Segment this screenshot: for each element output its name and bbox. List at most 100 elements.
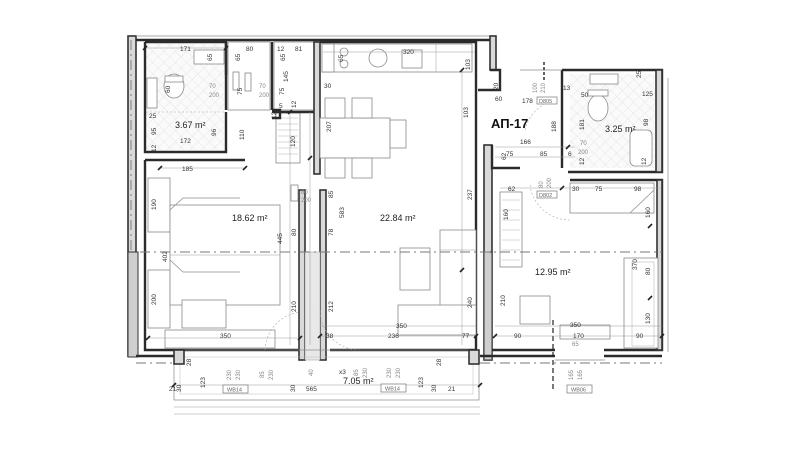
svg-text:50: 50: [581, 92, 589, 99]
svg-text:145: 145: [283, 71, 290, 82]
svg-text:98: 98: [634, 186, 642, 193]
balcony-multiplier: x3: [339, 369, 346, 376]
svg-text:D805: D805: [539, 99, 552, 105]
svg-text:30: 30: [431, 384, 438, 392]
svg-text:103: 103: [463, 107, 470, 118]
svg-text:565: 565: [306, 386, 317, 393]
svg-text:60: 60: [165, 85, 172, 93]
svg-text:20: 20: [493, 82, 500, 90]
svg-text:75: 75: [506, 151, 514, 158]
svg-text:65: 65: [235, 53, 242, 61]
area-bathroom-right: 3.25 m²: [605, 124, 636, 134]
svg-text:70: 70: [580, 141, 587, 147]
svg-text:185: 185: [182, 166, 193, 173]
svg-text:13: 13: [563, 85, 571, 92]
closets: [224, 41, 318, 164]
door-tag-closet: [244, 72, 252, 92]
svg-text:230: 230: [227, 369, 233, 380]
svg-text:75: 75: [595, 186, 603, 193]
svg-text:200: 200: [547, 177, 553, 188]
balcony: [173, 349, 480, 415]
svg-text:160: 160: [645, 207, 652, 218]
svg-text:100: 100: [533, 82, 539, 93]
svg-text:80: 80: [291, 228, 298, 236]
svg-text:WB14: WB14: [385, 387, 400, 393]
area-bedroom-right: 12.95 m²: [535, 267, 571, 277]
svg-text:171: 171: [180, 46, 191, 53]
svg-text:30: 30: [324, 83, 332, 90]
svg-text:90: 90: [514, 333, 522, 340]
svg-text:80: 80: [301, 190, 308, 196]
svg-text:230: 230: [236, 369, 242, 380]
bedroom-left: [143, 158, 301, 352]
svg-text:30: 30: [290, 384, 297, 392]
svg-text:12: 12: [579, 157, 586, 165]
svg-text:212: 212: [328, 301, 335, 312]
area-bedroom-left: 18.62 m²: [232, 213, 268, 223]
svg-text:62: 62: [508, 186, 516, 193]
svg-text:200: 200: [259, 93, 270, 99]
svg-text:25: 25: [149, 113, 157, 120]
svg-text:80: 80: [539, 181, 545, 188]
svg-text:75: 75: [237, 87, 244, 95]
svg-text:236: 236: [388, 333, 399, 340]
door-tag-bath-left: [232, 71, 240, 91]
svg-text:77: 77: [462, 333, 470, 340]
area-living-kitchen: 22.84 m²: [380, 213, 416, 223]
svg-text:WB14: WB14: [227, 388, 242, 394]
svg-text:160: 160: [503, 209, 510, 220]
svg-text:60: 60: [495, 96, 503, 103]
door-tag-bedroom-left: [290, 184, 299, 202]
svg-text:123: 123: [418, 377, 425, 388]
svg-text:12: 12: [291, 100, 298, 108]
svg-text:28: 28: [186, 358, 193, 366]
area-bathroom-left: 3.67 m²: [175, 120, 206, 130]
svg-text:320: 320: [403, 49, 414, 56]
bathroom-right: [560, 68, 664, 174]
svg-text:78: 78: [328, 228, 335, 236]
svg-text:190: 190: [151, 199, 158, 210]
svg-text:370: 370: [632, 259, 639, 270]
window-tag-right: WB06: [566, 384, 593, 394]
svg-text:125: 125: [642, 91, 653, 98]
svg-text:98: 98: [643, 118, 650, 126]
svg-text:402: 402: [162, 251, 169, 262]
svg-text:85: 85: [540, 151, 548, 158]
door-tag-entry: D805: [536, 96, 558, 105]
svg-text:350: 350: [396, 323, 407, 330]
svg-text:165: 165: [578, 369, 584, 380]
svg-text:230: 230: [269, 369, 275, 380]
window-tag-left: WB14: [222, 384, 249, 394]
svg-text:165: 165: [569, 369, 575, 380]
svg-text:21: 21: [448, 386, 456, 393]
svg-text:230: 230: [363, 367, 369, 378]
svg-text:103: 103: [465, 59, 472, 70]
svg-text:90: 90: [636, 333, 644, 340]
svg-text:D802: D802: [539, 193, 552, 199]
living-kitchen: [319, 40, 478, 352]
svg-text:38: 38: [326, 333, 334, 340]
area-balcony: 7.05 m²: [343, 376, 374, 386]
exterior-wall-top: [136, 35, 502, 92]
svg-text:21: 21: [169, 386, 177, 393]
svg-text:85: 85: [328, 190, 335, 198]
svg-text:200: 200: [209, 93, 220, 99]
svg-text:40: 40: [309, 369, 315, 376]
svg-text:65: 65: [280, 53, 287, 61]
svg-text:30: 30: [572, 186, 580, 193]
svg-text:80: 80: [246, 46, 254, 53]
svg-text:200: 200: [301, 198, 312, 204]
svg-text:65: 65: [207, 53, 214, 61]
svg-text:110: 110: [239, 129, 246, 140]
svg-text:445: 445: [277, 233, 284, 244]
svg-text:85: 85: [354, 369, 360, 376]
svg-text:350: 350: [570, 322, 581, 329]
svg-text:28: 28: [436, 358, 443, 366]
svg-text:120: 120: [290, 136, 297, 147]
svg-text:80: 80: [645, 267, 652, 275]
svg-text:96: 96: [211, 128, 218, 136]
apartment-label: АП-17: [491, 116, 528, 131]
svg-text:81: 81: [295, 46, 303, 53]
svg-text:123: 123: [200, 377, 207, 388]
